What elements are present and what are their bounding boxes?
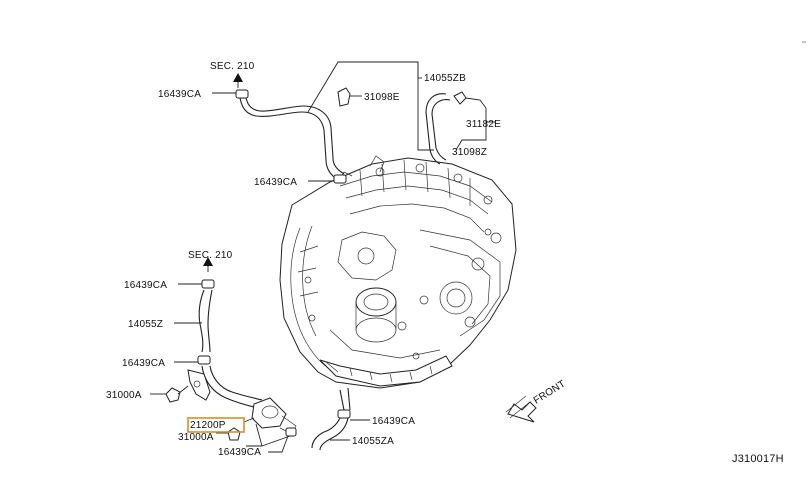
part-label-31000a: 31000A [106,390,142,401]
part-label-16439ca: 16439CA [124,280,167,291]
left-hose-route [150,257,297,453]
diagram-code: J310017H [732,453,784,465]
part-label-31182e: 31182E [466,119,501,130]
part-label-14055zb: 14055ZB [424,73,466,84]
part-label-31098e: 31098E [364,92,400,103]
part-label-14055z: 14055Z [128,319,163,330]
part-label-16439ca: 16439CA [158,89,201,100]
highlight-box [187,417,245,433]
part-label-14055za: 14055ZA [352,436,394,447]
sec-210-left-label: SEC. 210 [188,250,233,261]
part-label-16439ca: 16439CA [254,177,297,188]
part-label-31000a: 31000A [178,432,214,443]
part-label-16439ca: 16439CA [218,447,261,458]
sec-210-top-label: SEC. 210 [210,61,255,72]
upper-hose-route [212,61,496,184]
part-label-31098z: 31098Z [452,147,487,158]
front-label: FRONT [532,378,568,406]
lower-right-hose-route [311,387,370,451]
front-direction-arrow [505,395,537,423]
part-label-21200p: 21200P [190,420,226,431]
part-label-16439ca: 16439CA [372,416,415,427]
part-labels: SEC. 210 16439CA 31098E 14055ZB 31182E 3… [106,61,784,465]
part-label-16439ca: 16439CA [122,358,165,369]
transmission-assembly [279,155,517,389]
